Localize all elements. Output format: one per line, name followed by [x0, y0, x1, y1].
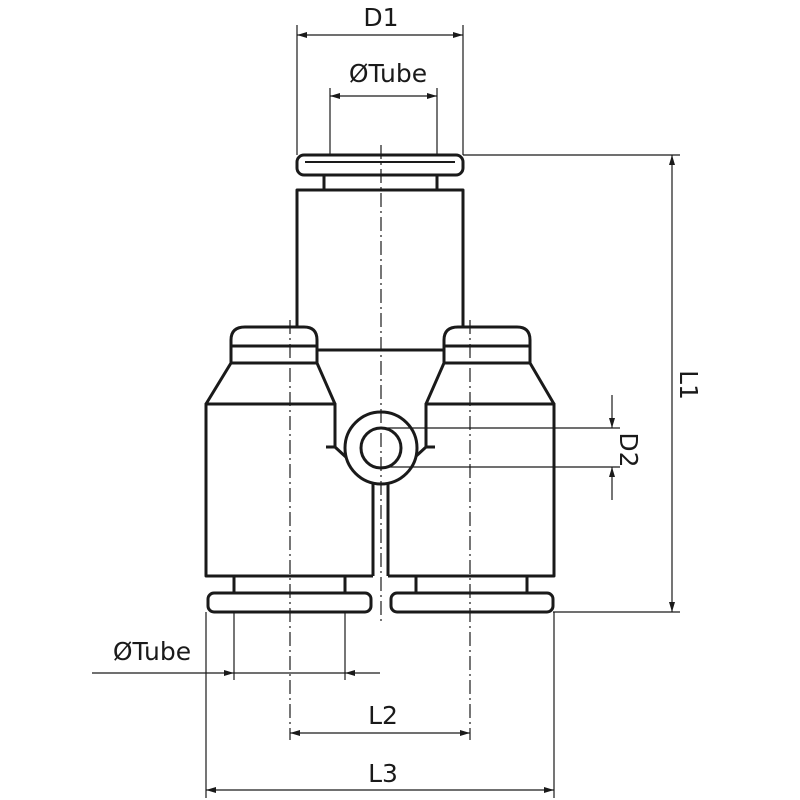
top-port — [295, 153, 465, 352]
d2-label: D2 — [614, 432, 643, 467]
tube-bottom-label: ØTube — [113, 637, 191, 666]
l3-label: L3 — [368, 759, 398, 788]
dimension-lines — [92, 32, 675, 793]
extension-lines — [205, 25, 680, 798]
center-lines — [289, 145, 471, 740]
right-branch — [386, 325, 556, 614]
l1-label: L1 — [674, 370, 703, 400]
d1-label: D1 — [363, 3, 398, 32]
tube-top-label: ØTube — [349, 59, 427, 88]
l2-label: L2 — [368, 701, 398, 730]
